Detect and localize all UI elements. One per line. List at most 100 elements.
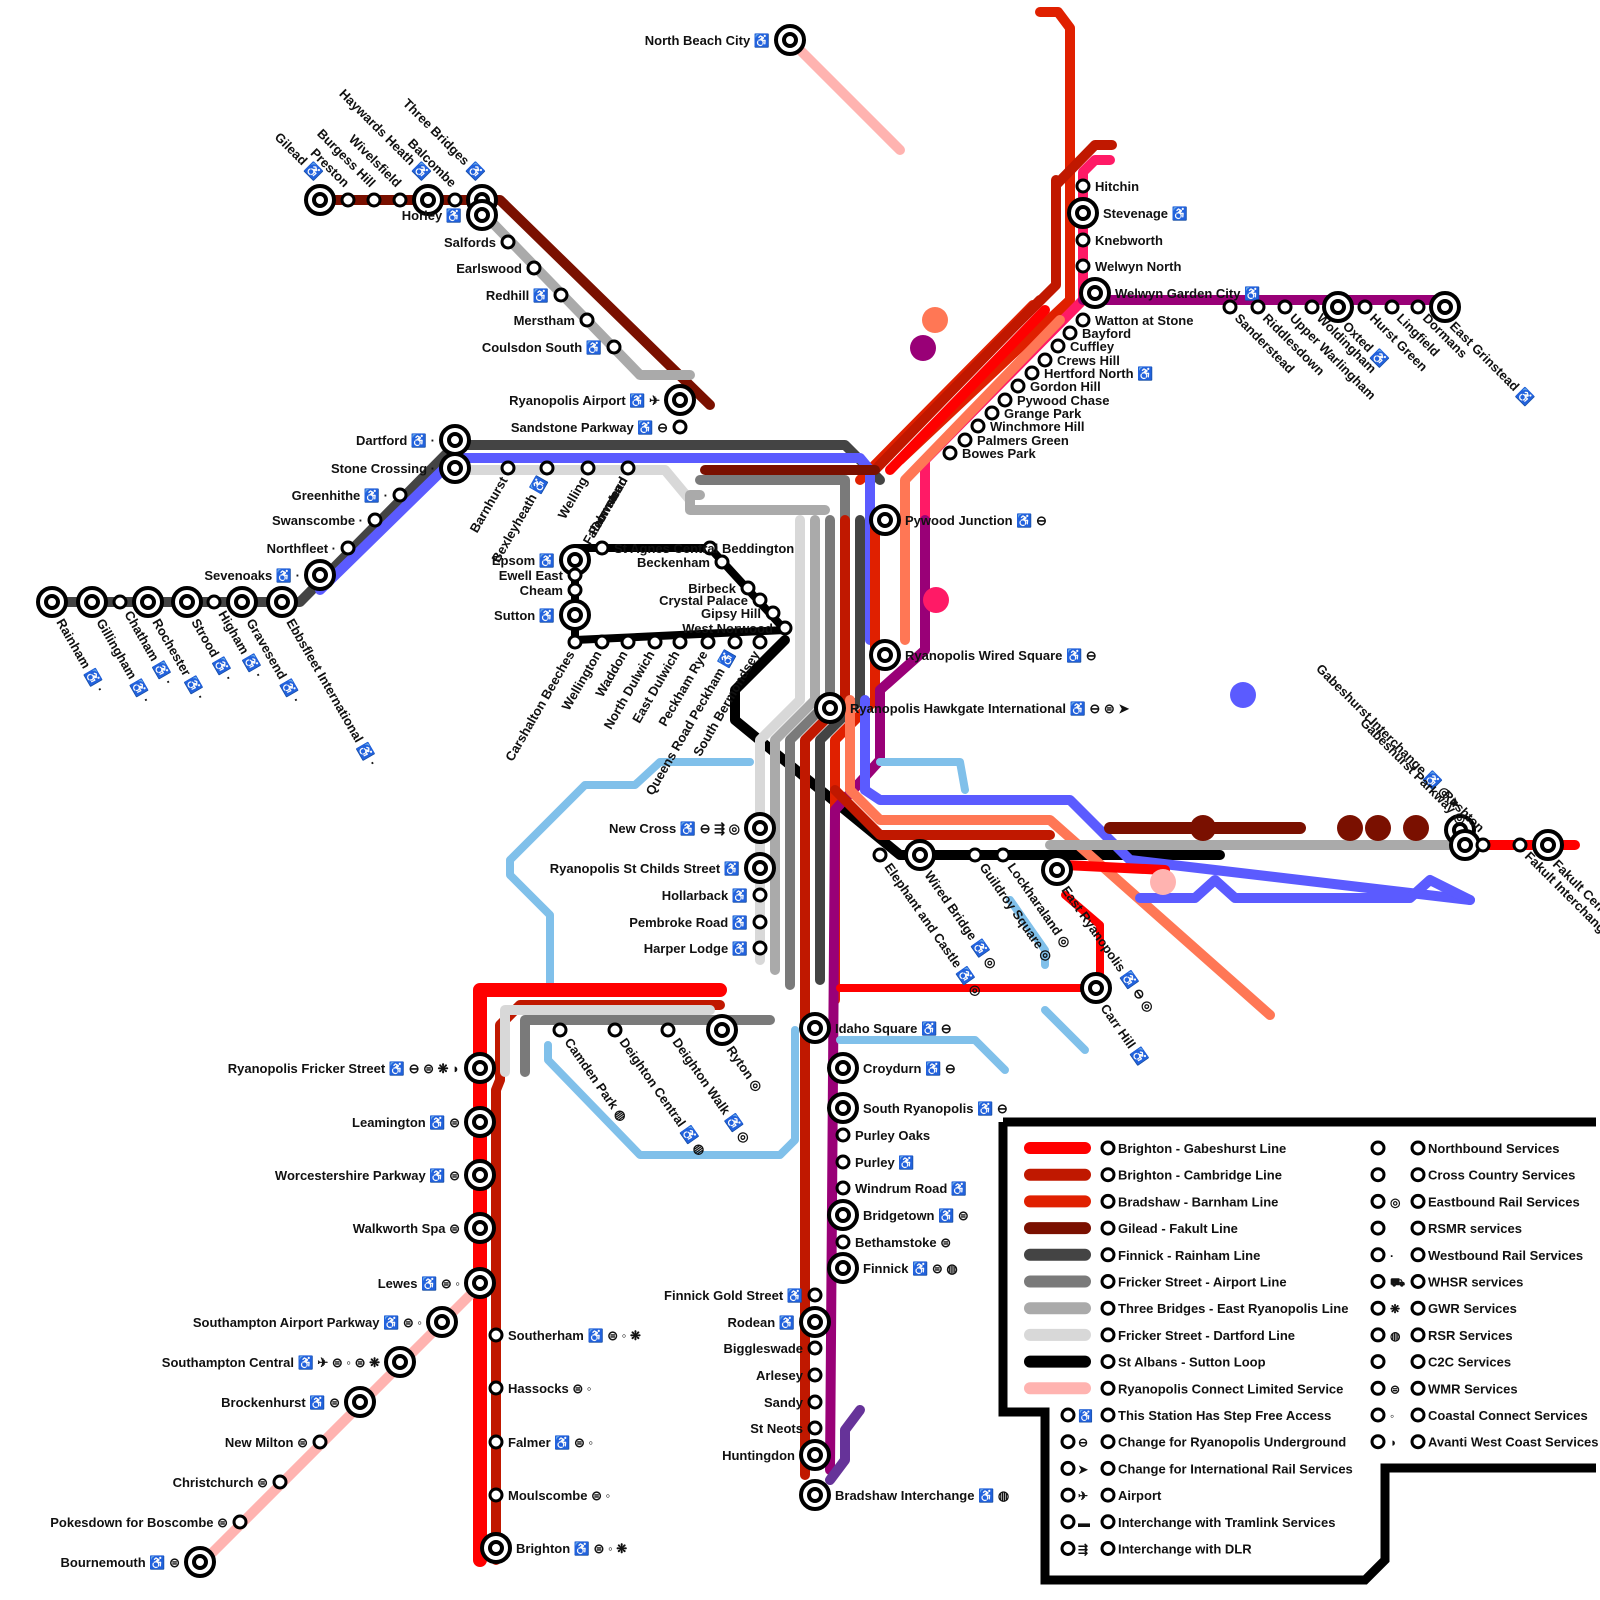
station-cheam[interactable]: Cheam [520, 582, 583, 598]
station-swanscombe[interactable]: Swanscombe · [272, 512, 383, 528]
station-idaho-square[interactable]: Idaho Square ♿ ⊖ [799, 1012, 952, 1044]
station-pywood-junction[interactable]: Pywood Junction ♿ ⊖ [869, 504, 1047, 536]
interchange-core [44, 594, 60, 610]
station-bradshaw[interactable]: Bradshaw Interchange ♿ ◍ [799, 1479, 1009, 1511]
station-lewes[interactable]: Lewes ♿ ⊜ ◦ [378, 1267, 496, 1299]
station-huntingdon[interactable]: Huntingdon [722, 1439, 831, 1471]
station-beckenham[interactable]: Beckenham [637, 554, 730, 570]
station-greenhithe[interactable]: Greenhithe ♿ · [292, 487, 408, 503]
station-grange-park[interactable]: Grange Park [984, 405, 1082, 421]
station-wired-square[interactable]: Ryanopolis Wired Square ♿ ⊖ [869, 639, 1097, 671]
station-south-ryanopolis[interactable]: South Ryanopolis ♿ ⊖ [827, 1092, 1008, 1124]
station-gipsy-hill[interactable]: Gipsy Hill [701, 605, 781, 621]
station-dartford[interactable]: Dartford ♿ · [356, 424, 471, 456]
station-crystal-palace[interactable]: Crystal Palace [659, 592, 768, 608]
station-palmstead[interactable]: Palmstead [585, 474, 631, 538]
station-hassocks[interactable]: Hassocks ⊜ ◦ [488, 1380, 591, 1396]
station-salfords[interactable]: Salfords [444, 234, 516, 250]
station-croydurn[interactable]: Croydurn ♿ ⊖ [827, 1052, 956, 1084]
station-west-norwood[interactable]: West Norwood [682, 620, 793, 636]
station-coulsdon-south[interactable]: Coulsdon South ♿ [482, 339, 622, 355]
station-arlesey[interactable]: Arlesey [756, 1367, 823, 1383]
station-worcestershire[interactable]: Worcestershire Parkway ♿ ⊜ [275, 1159, 496, 1191]
station-ryton[interactable]: Ryton ◎ [706, 1014, 766, 1094]
station-bridgetown[interactable]: Bridgetown ♿ ⊜ [827, 1199, 969, 1231]
station-moulscombe[interactable]: Moulscombe ⊜ ◦ [488, 1487, 610, 1503]
station-christchurch[interactable]: Christchurch ⊜ [173, 1474, 288, 1490]
station-bethamstoke[interactable]: Bethamstoke ⊜ [835, 1234, 951, 1250]
station-southampton-airport[interactable]: Southampton Airport Parkway ♿ ⊜ ◦ [193, 1306, 458, 1338]
station-east-grinstead[interactable]: East Grinstead ♿ [1429, 291, 1536, 408]
station-rodean[interactable]: Rodean ♿ [728, 1306, 831, 1338]
station-brighton[interactable]: Brighton ♿ ⊜ ◦ ❋ [480, 1532, 627, 1564]
station-southampton-central[interactable]: Southampton Central ♿ ✈ ⊜ ◦ ⊜ ❋ [162, 1346, 416, 1378]
station-new-cross[interactable]: New Cross ♿ ⊖ ⇶ ◎ [609, 812, 776, 844]
station-welwyn-gc[interactable]: Welwyn Garden City ♿ [1079, 277, 1260, 309]
station-crews-hill[interactable]: Crews Hill [1037, 352, 1120, 368]
station-ewell-east[interactable]: Ewell East [499, 567, 583, 583]
station-label: Grange Park [1004, 406, 1082, 421]
station-label: Palmers Green [977, 433, 1069, 448]
station-merstham[interactable]: Merstham [514, 312, 595, 328]
station-biggleswade[interactable]: Biggleswade [724, 1340, 823, 1356]
station-knebworth[interactable]: Knebworth [1075, 232, 1163, 248]
station-hollarback[interactable]: Hollarback ♿ [662, 887, 768, 903]
legend-station-marker [1370, 1220, 1386, 1236]
station-marker [392, 487, 408, 503]
station-hertford-north[interactable]: Hertford North ♿ [1024, 365, 1153, 381]
station-sutton[interactable]: Sutton ♿ [494, 599, 591, 631]
station-marker [970, 418, 986, 434]
station-finnick-gold[interactable]: Finnick Gold Street ♿ [664, 1287, 823, 1303]
station-new-milton[interactable]: New Milton ⊜ [225, 1434, 328, 1450]
station-redhill[interactable]: Redhill ♿ [486, 287, 569, 303]
station-st-neots[interactable]: St Neots [750, 1420, 823, 1436]
station-purley[interactable]: Purley ♿ [835, 1154, 915, 1170]
station-hitchin[interactable]: Hitchin [1075, 178, 1139, 194]
station-pembroke-road[interactable]: Pembroke Road ♿ [629, 914, 768, 930]
station-bowes-park[interactable]: Bowes Park [942, 445, 1036, 461]
line-purple [825, 1405, 865, 1485]
station-falmer[interactable]: Falmer ♿ ⊜ ◦ [488, 1434, 593, 1450]
station-leamington[interactable]: Leamington ♿ ⊜ [352, 1106, 496, 1138]
station-southerham[interactable]: Southerham ♿ ⊜ ◦ ❋ [488, 1327, 641, 1343]
station-birbeck[interactable]: Birbeck [688, 580, 756, 596]
station-st-agnes[interactable]: St Agnes Central [594, 540, 718, 556]
station-palmers-green[interactable]: Palmers Green [957, 432, 1069, 448]
station-label: Ewell East [499, 568, 564, 583]
station-north-beach-city[interactable]: North Beach City ♿ [645, 24, 806, 56]
legend-station-marker [1410, 1300, 1426, 1316]
station-walkworth[interactable]: Walkworth Spa ⊜ [353, 1212, 496, 1244]
station-winchmore-hill[interactable]: Winchmore Hill [970, 418, 1085, 434]
station-sevenoaks[interactable]: Sevenoaks ♿ · [204, 559, 336, 591]
legend-service-label: RSR Services [1428, 1328, 1513, 1343]
station-purley-oaks[interactable]: Purley Oaks [835, 1127, 930, 1143]
station-pywood-chase[interactable]: Pywood Chase [997, 392, 1109, 408]
station-cuffley[interactable]: Cuffley [1050, 338, 1115, 354]
station-bayford[interactable]: Bayford [1062, 325, 1131, 341]
station-earlswood[interactable]: Earlswood [456, 260, 542, 276]
station-harper-lodge[interactable]: Harper Lodge ♿ [644, 940, 768, 956]
station-finnick[interactable]: Finnick ♿ ⊜ ◍ [827, 1252, 958, 1284]
station-marker [567, 634, 583, 650]
station-brockenhurst[interactable]: Brockenhurst ♿ ⊜ [221, 1386, 376, 1418]
station-bournemouth[interactable]: Bournemouth ♿ ⊜ [60, 1546, 216, 1578]
station-hawkgate[interactable]: Ryanopolis Hawkgate International ♿ ⊖ ⊜ … [814, 692, 1129, 724]
station-beddington[interactable]: Beddington [702, 540, 794, 556]
station-sandy[interactable]: Sandy [764, 1394, 823, 1410]
station-windrum-road[interactable]: Windrum Road ♿ [835, 1180, 967, 1196]
station-watton[interactable]: Watton at Stone [1075, 312, 1193, 328]
station-pokesdown[interactable]: Pokesdown for Boscombe ⊜ [50, 1514, 248, 1530]
station-stone-crossing[interactable]: Stone Crossing · [331, 452, 471, 484]
station-ryanopolis-airport[interactable]: Ryanopolis Airport ♿ ✈ [509, 384, 696, 416]
station-horley[interactable]: Horley ♿ [402, 199, 498, 231]
station-label: Purley Oaks [855, 1128, 930, 1143]
station-gordon-hill[interactable]: Gordon Hill [1010, 378, 1101, 394]
station-label: Sutton ♿ [494, 608, 555, 623]
station-fricker-street[interactable]: Ryanopolis Fricker Street ♿ ⊖ ⊜ ❋ ◗ [228, 1052, 496, 1084]
station-stevenage[interactable]: Stevenage ♿ [1067, 197, 1188, 229]
station-northfleet[interactable]: Northfleet · [267, 540, 356, 556]
station-welwyn-north[interactable]: Welwyn North [1075, 258, 1181, 274]
station-sandstone-parkway[interactable]: Sandstone Parkway ♿ ⊖ [511, 419, 688, 435]
station-epsom[interactable]: Epsom ♿ [492, 544, 591, 576]
station-st-childs[interactable]: Ryanopolis St Childs Street ♿ [550, 852, 776, 884]
